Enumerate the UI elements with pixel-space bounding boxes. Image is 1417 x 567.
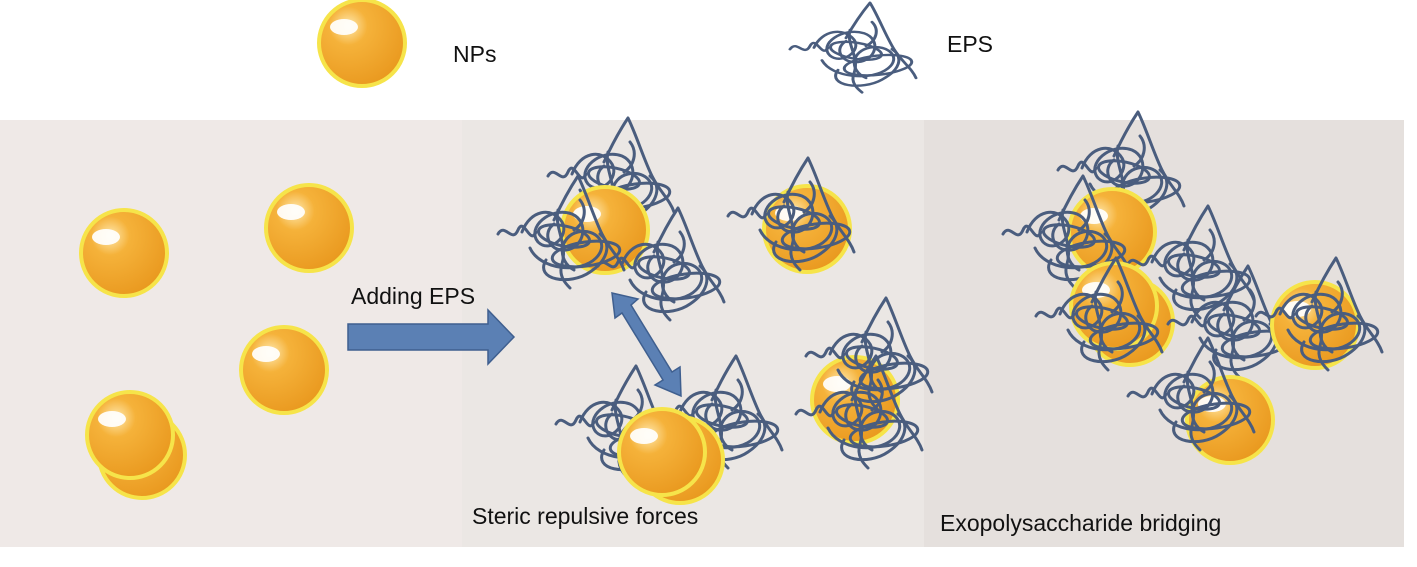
steric-caption: Steric repulsive forces (472, 503, 699, 529)
legend-eps-label: EPS (947, 31, 994, 57)
legend-nps-label: NPs (453, 41, 497, 67)
double-headed-arrow-icon (611, 292, 682, 398)
nanoparticle-icon (85, 390, 175, 480)
nanoparticle-icon (264, 183, 354, 273)
nanoparticle-icon (239, 325, 329, 415)
legend-nanoparticle-icon (317, 0, 407, 88)
nanoparticle-icon (617, 407, 707, 497)
nanoparticle-icon (79, 208, 169, 298)
legend-eps-icon (788, 1, 918, 94)
adding-eps-label: Adding EPS (351, 283, 476, 309)
right-arrow-icon (347, 308, 516, 366)
bridging-caption: Exopolysaccharide bridging (940, 510, 1222, 536)
